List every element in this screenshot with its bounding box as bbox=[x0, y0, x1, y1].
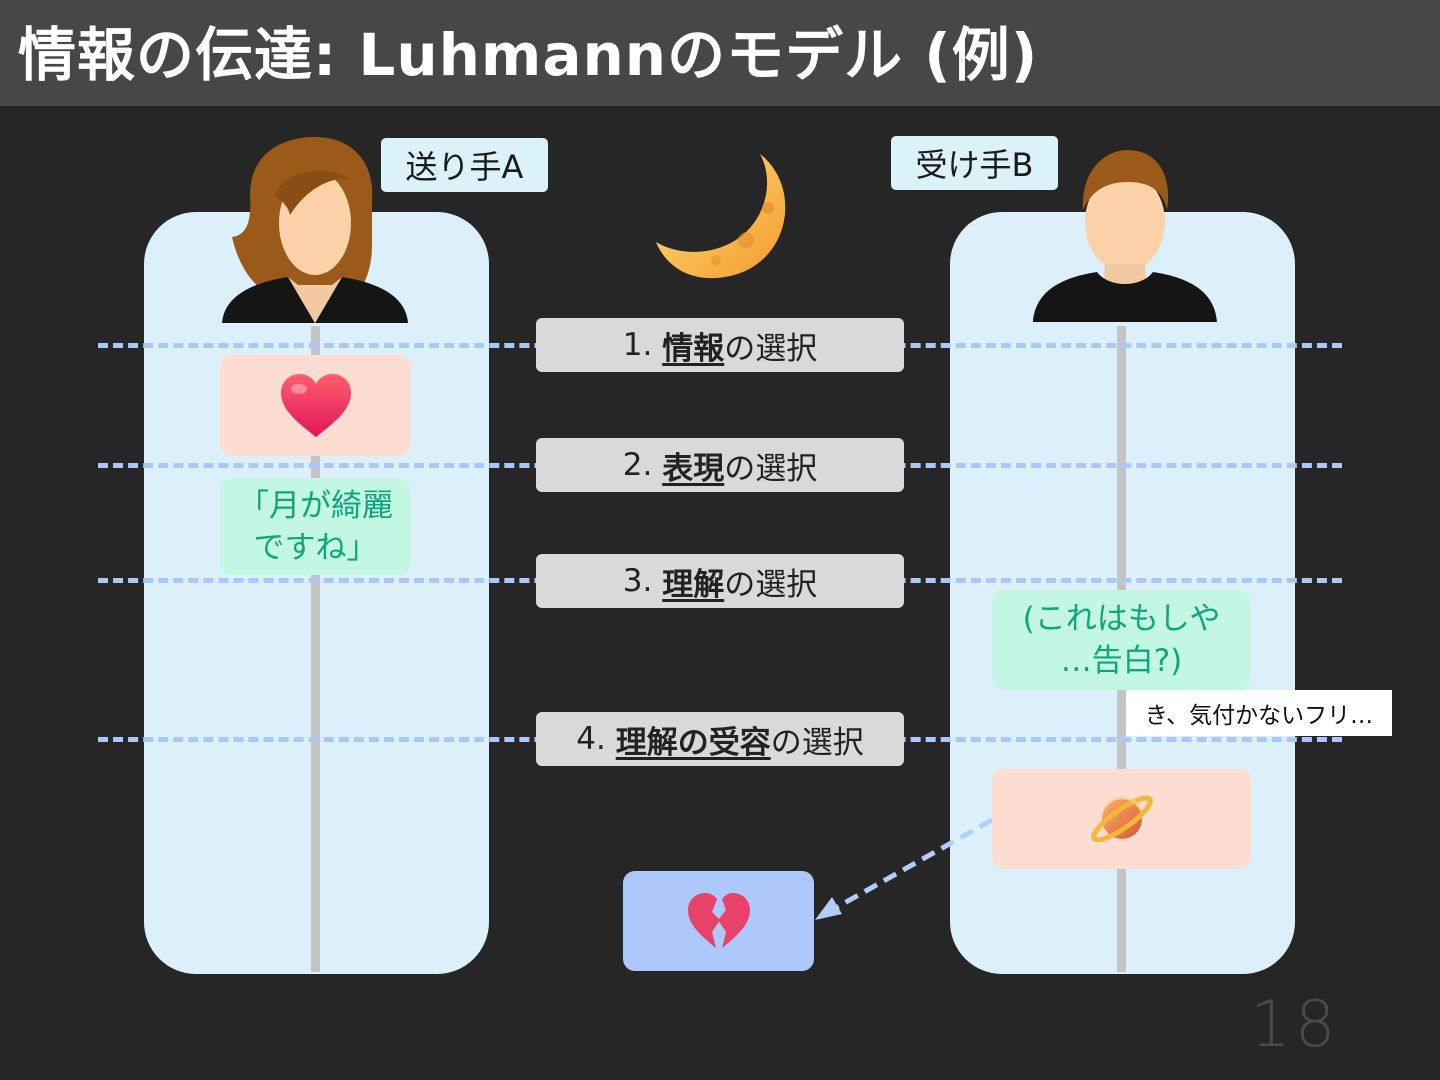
utterance-line-1: 「月が綺麗 bbox=[238, 487, 393, 524]
page-number: 18 bbox=[1250, 988, 1340, 1062]
receiver-label: 受け手B bbox=[891, 136, 1058, 190]
step-1-information: 1. 情報の選択 bbox=[536, 318, 904, 372]
utterance-box: 「月が綺麗 ですね」 bbox=[220, 478, 411, 575]
step-1-suffix: の選択 bbox=[724, 330, 818, 367]
understanding-box: (これはもしや …告白?) bbox=[992, 590, 1251, 690]
result-box bbox=[623, 871, 814, 971]
woman-avatar-icon bbox=[222, 137, 408, 323]
step-2-utterance: 2. 表現の選択 bbox=[536, 438, 904, 492]
utterance-line-2: ですね」 bbox=[253, 529, 378, 566]
man-avatar-icon bbox=[1033, 150, 1217, 322]
step-4-acceptance: 4. 理解の受容の選択 bbox=[536, 712, 904, 766]
information-box bbox=[220, 355, 411, 456]
sender-timeline bbox=[311, 326, 320, 972]
crescent-moon-icon bbox=[656, 154, 786, 279]
acceptance-box bbox=[992, 769, 1251, 869]
step-3-suffix: の選択 bbox=[724, 566, 818, 603]
step-2-suffix: の選択 bbox=[724, 450, 818, 487]
step-1-number: 1. bbox=[622, 327, 653, 363]
step-4-number: 4. bbox=[576, 721, 606, 757]
heart-icon bbox=[280, 373, 351, 437]
sender-label: 送り手A bbox=[381, 138, 548, 192]
title-bar: 情報の伝達: Luhmannのモデル (例) bbox=[0, 0, 1440, 106]
aside-note: き、気付かないフリ… bbox=[1126, 690, 1392, 736]
step-3-number: 3. bbox=[622, 563, 653, 599]
step-3-understanding: 3. 理解の選択 bbox=[536, 554, 904, 608]
slide-title: 情報の伝達: Luhmannのモデル (例) bbox=[18, 21, 1039, 89]
step-3-keyword: 理解 bbox=[662, 566, 725, 603]
saturn-icon bbox=[1090, 795, 1153, 843]
thought-line-2: …告白?) bbox=[1060, 643, 1183, 679]
step-1-keyword: 情報 bbox=[662, 330, 725, 367]
step-2-number: 2. bbox=[622, 447, 653, 483]
step-4-keyword: 理解の受容 bbox=[615, 724, 771, 761]
broken-heart-icon bbox=[687, 893, 750, 948]
step-2-keyword: 表現 bbox=[662, 450, 725, 487]
thought-line-1: (これはもしや bbox=[1022, 601, 1221, 637]
step-4-suffix: の選択 bbox=[770, 724, 864, 761]
